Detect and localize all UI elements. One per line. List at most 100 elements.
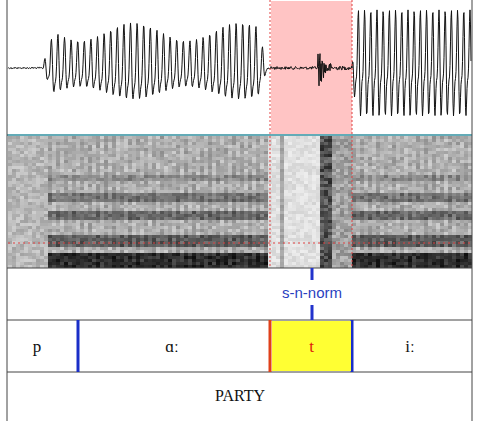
spectrogram-cell [12,253,16,256]
spectrogram-cell [124,232,128,235]
spectrogram-cell [124,145,128,148]
spectrogram-cell [128,214,132,217]
spectrogram-cell [8,220,12,223]
spectrogram-cell [100,175,104,178]
spectrogram-cell [44,151,48,154]
spectrogram-cell [8,259,12,262]
spectrogram-cell [156,193,160,196]
spectrogram-cell [76,169,80,172]
spectrogram-cell [144,181,148,184]
spectrogram-cell [48,148,52,151]
spectrogram-cell [184,262,188,265]
spectrogram-cell [124,259,128,262]
spectrogram-cell [124,148,128,151]
spectrogram-cell [140,163,144,166]
spectrogram-cell [16,238,20,241]
spectrogram-cell [64,208,68,211]
spectrogram-cell [160,202,164,205]
spectrogram-cell [48,253,52,256]
spectrogram-cell [112,145,116,148]
spectrogram-cell [80,160,84,163]
spectrogram-cell [92,142,96,145]
spectrogram-cell [132,145,136,148]
spectrogram-cell [40,226,44,229]
spectrogram-cell [32,139,36,142]
spectrogram-cell [20,199,24,202]
spectrogram-cell [48,217,52,220]
spectrogram-cell [28,148,32,151]
spectrogram-cell [116,148,120,151]
spectrogram-cell [40,154,44,157]
spectrogram-cell [112,202,116,205]
spectrogram-cell [40,202,44,205]
spectrogram-cell [20,178,24,181]
spectrogram-cell [144,208,148,211]
spectrogram-cell [180,160,184,163]
spectrogram-cell [64,238,68,241]
spectrogram-cell [144,226,148,229]
spectrogram-cell [56,175,60,178]
spectrogram-cell [56,163,60,166]
spectrogram-cell [152,202,156,205]
spectrogram-cell [108,154,112,157]
spectrogram-cell [132,211,136,214]
spectrogram-cell [12,214,16,217]
spectrogram-cell [80,139,84,142]
spectrogram-cell [172,214,176,217]
spectrogram-cell [120,157,124,160]
spectrogram-cell [24,217,28,220]
spectrogram-cell [60,250,64,253]
spectrogram-cell [136,214,140,217]
spectrogram-cell [24,226,28,229]
spectrogram-cell [72,157,76,160]
spectrogram-cell [44,157,48,160]
spectrogram-cell [64,166,68,169]
spectrogram-cell [180,148,184,151]
spectrogram-cell [104,157,108,160]
spectrogram-cell [176,217,180,220]
spectrogram-cell [60,184,64,187]
spectrogram-cell [84,217,88,220]
spectrogram-cell [112,190,116,193]
spectrogram-cell [32,223,36,226]
spectrogram-cell [124,208,128,211]
spectrogram-cell [68,193,72,196]
spectrogram-cell [184,247,188,250]
spectrogram-cell [24,229,28,232]
spectrogram-cell [52,139,56,142]
spectrogram-cell [44,163,48,166]
spectrogram-cell [148,169,152,172]
spectrogram-cell [164,226,168,229]
spectrogram-cell [152,160,156,163]
spectrogram-cell [100,211,104,214]
spectrogram-cell [12,139,16,142]
spectrogram-cell [148,205,152,208]
spectrogram-cell [116,187,120,190]
spectrogram-cell [140,229,144,232]
spectrogram-cell [84,163,88,166]
spectrogram-cell [128,196,132,199]
spectrogram-cell [48,142,52,145]
spectrogram-cell [60,142,64,145]
spectrogram-cell [136,217,140,220]
spectrogram-cell [28,262,32,265]
spectrogram-cell [176,145,180,148]
spectrogram-cell [156,136,160,139]
spectrogram-cell [36,235,40,238]
spectrogram-cell [176,250,180,253]
spectrogram-cell [152,199,156,202]
spectrogram-cell [32,226,36,229]
spectrogram-cell [68,154,72,157]
spectrogram-cell [44,169,48,172]
spectrogram-cell [112,250,116,253]
spectrogram-cell [36,166,40,169]
spectrogram-cell [64,262,68,265]
spectrogram-cell [120,148,124,151]
spectrogram-cell [108,238,112,241]
spectrogram-cell [104,262,108,265]
spectrogram-cell [136,211,140,214]
spectrogram-cell [104,256,108,259]
spectrogram-cell [152,256,156,259]
spectrogram-cell [80,136,84,139]
spectrogram-cell [124,238,128,241]
